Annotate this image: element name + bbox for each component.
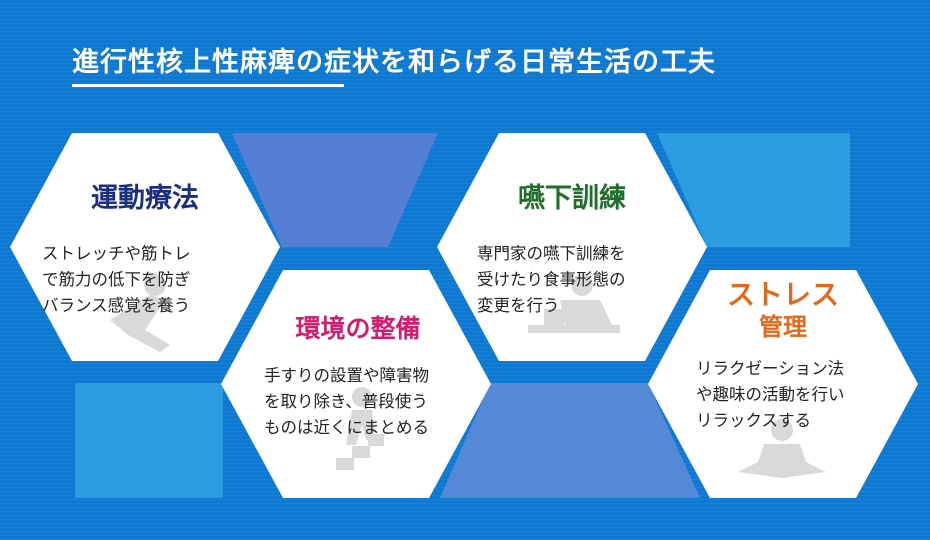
card-body-line: ストレッチや筋トレ: [42, 244, 191, 263]
card-heading: 環境の整備: [295, 314, 421, 343]
card-body: ストレッチや筋トレ で筋力の低下を防ぎ バランス感覚を養う: [42, 241, 250, 319]
card-swallowing: 嚥下訓練 専門家の嚥下訓練を 受けたり食事形態の 変更を行う: [467, 176, 677, 319]
card-heading: ストレス: [726, 278, 839, 311]
card-body-line: や趣味の活動を行い: [696, 385, 845, 404]
card-body-line: リラックスする: [696, 411, 812, 430]
decor-panel-top-right: [657, 133, 850, 247]
decor-panel-bottom-left: [75, 383, 223, 498]
card-stress: ストレス 管理 リラクゼーション法 や趣味の活動を行い リラックスする: [678, 278, 888, 434]
hexagon-card-stress: [648, 270, 918, 498]
card-body-line: リラクゼーション法: [696, 359, 845, 378]
card-body-line: ものは近くにまとめる: [264, 418, 429, 437]
hexagon-card-exercise: [10, 133, 280, 361]
card-body-line: で筋力の低下を防ぎ: [42, 270, 191, 289]
stretching-person-icon: [110, 274, 170, 352]
title-underline: [72, 84, 344, 87]
card-body-line: 手すりの設置や障害物: [264, 366, 429, 385]
page-title: 進行性核上性麻痺の症状を和らげる日常生活の工夫: [72, 47, 716, 78]
card-heading-sub: 管理: [759, 313, 807, 341]
meditation-icon: [738, 419, 826, 478]
person-eating-icon: [528, 274, 620, 333]
stairs-climbing-icon: [336, 387, 384, 470]
decor-panel-bottom-center: [440, 383, 700, 498]
card-exercise: 運動療法 ストレッチや筋トレ で筋力の低下を防ぎ バランス感覚を養う: [40, 176, 250, 319]
card-body-line: 変更を行う: [477, 296, 560, 315]
hexagon-card-environment: [221, 270, 491, 498]
hexagon-card-swallowing: [437, 133, 707, 361]
card-environment: 環境の整備 手すりの設置や障害物 を取り除き、普段使う ものは近くにまとめる: [248, 309, 468, 441]
card-body-line: を取り除き、普段使う: [264, 392, 428, 411]
card-body-line: 専門家の嚥下訓練を: [477, 244, 626, 263]
card-body: リラクゼーション法 や趣味の活動を行い リラックスする: [696, 356, 888, 434]
card-body: 手すりの設置や障害物 を取り除き、普段使う ものは近くにまとめる: [264, 363, 468, 441]
decor-panel-top-center: [232, 133, 438, 247]
card-heading: 運動療法: [91, 183, 199, 214]
card-body: 専門家の嚥下訓練を 受けたり食事形態の 変更を行う: [477, 241, 677, 319]
card-body-line: 受けたり食事形態の: [477, 270, 626, 289]
card-heading: 嚥下訓練: [518, 183, 626, 214]
card-body-line: バランス感覚を養う: [42, 296, 191, 315]
